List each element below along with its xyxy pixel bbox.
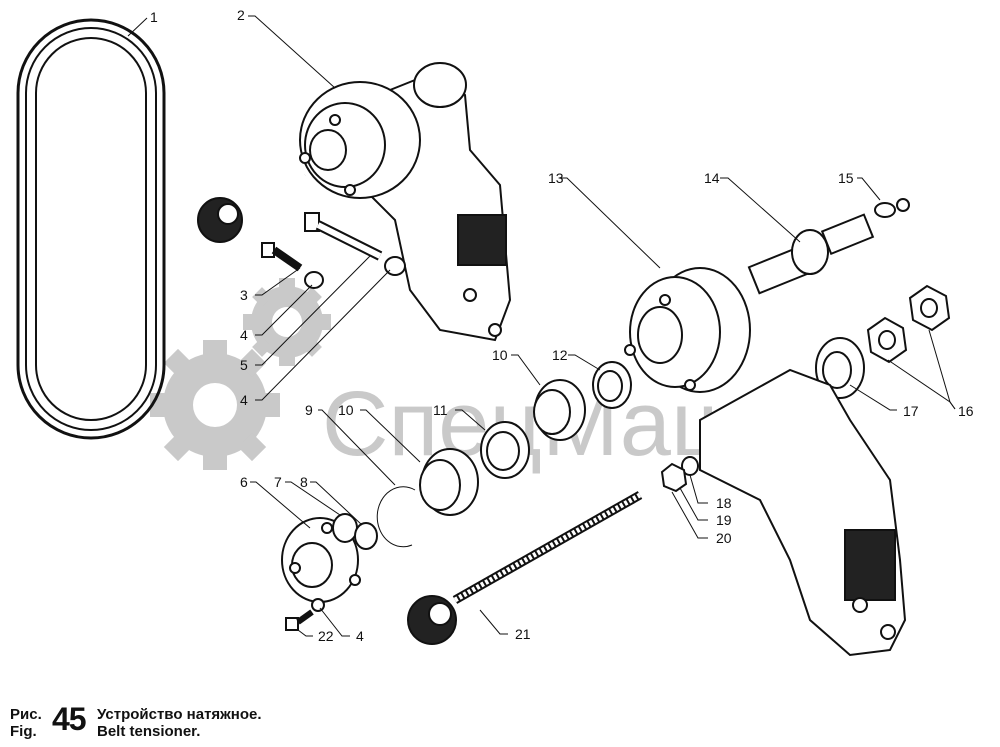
part-gasket-7	[332, 513, 358, 543]
part-washer-17	[815, 337, 865, 399]
callout-22: 22	[318, 628, 334, 644]
watermark-text: СпецМаш	[322, 373, 745, 475]
callout-6: 6	[240, 474, 248, 490]
callout-19: 19	[716, 512, 732, 528]
caption-prefix-en: Fig.	[10, 723, 37, 740]
callout-9: 9	[305, 402, 313, 418]
part-washer-4a	[304, 271, 324, 289]
part-washer-8	[354, 522, 378, 550]
caption-figure-number: 45	[52, 701, 87, 737]
part-adjusting-screw-upper	[197, 172, 307, 243]
watermark-gear-large-icon	[150, 340, 280, 470]
part-adjusting-screw-21	[407, 491, 643, 645]
callout-10b: 10	[492, 347, 508, 363]
part-snap-ring-9	[376, 486, 416, 548]
callout-13: 13	[548, 170, 564, 186]
part-bearing-10b	[419, 448, 479, 516]
callout-7: 7	[274, 474, 282, 490]
caption-title-ru: Устройство натяжное.	[97, 706, 262, 723]
callout-11: 11	[433, 402, 448, 418]
callout-21: 21	[515, 626, 531, 642]
part-ring-11	[480, 421, 530, 479]
part-lower-bracket	[699, 368, 907, 657]
part-upper-bracket	[299, 62, 512, 342]
callout-17: 17	[903, 403, 919, 419]
callout-12: 12	[552, 347, 568, 363]
part-axle-14	[747, 213, 875, 295]
callout-3: 3	[240, 287, 248, 303]
part-bearing-10a	[533, 379, 586, 441]
part-bolt-5	[304, 212, 383, 261]
callout-8: 8	[300, 474, 308, 490]
callout-15: 15	[838, 170, 854, 186]
callout-1: 1	[150, 9, 158, 25]
callout-4a: 4	[240, 327, 248, 343]
leader-lines	[127, 15, 956, 637]
callout-16: 16	[958, 403, 974, 419]
callout-2: 2	[237, 7, 245, 23]
figure-caption: Рис. Fig. 45 Устройство натяжное. Belt t…	[10, 701, 430, 744]
part-nut-16a	[866, 316, 908, 364]
watermark: СпецМаш	[150, 278, 745, 475]
callout-labels: 1 2 3 4 5 4 6 7 8 9 10 10 11 12 13 14 15…	[150, 7, 974, 644]
part-grease-fitting-15	[874, 198, 910, 218]
callout-14: 14	[704, 170, 720, 186]
caption-prefix-ru: Рис.	[10, 706, 42, 723]
part-belt	[16, 18, 166, 440]
callout-18: 18	[716, 495, 732, 511]
callout-5: 5	[240, 357, 248, 373]
part-washer-4d	[311, 598, 325, 612]
callout-20: 20	[716, 530, 732, 546]
part-bolt-3	[261, 242, 303, 272]
callout-4b: 4	[240, 392, 248, 408]
part-pulley-13	[624, 267, 751, 393]
watermark-gear-small-icon	[243, 278, 331, 366]
part-bolt-22	[285, 609, 314, 631]
part-nut-20	[660, 462, 688, 493]
part-cap-6	[281, 517, 361, 603]
callout-10a: 10	[338, 402, 354, 418]
callout-4c: 4	[356, 628, 364, 644]
caption-title-en: Belt tensioner.	[97, 723, 201, 740]
part-nut-16b	[908, 284, 951, 332]
part-ring-12	[592, 361, 632, 409]
